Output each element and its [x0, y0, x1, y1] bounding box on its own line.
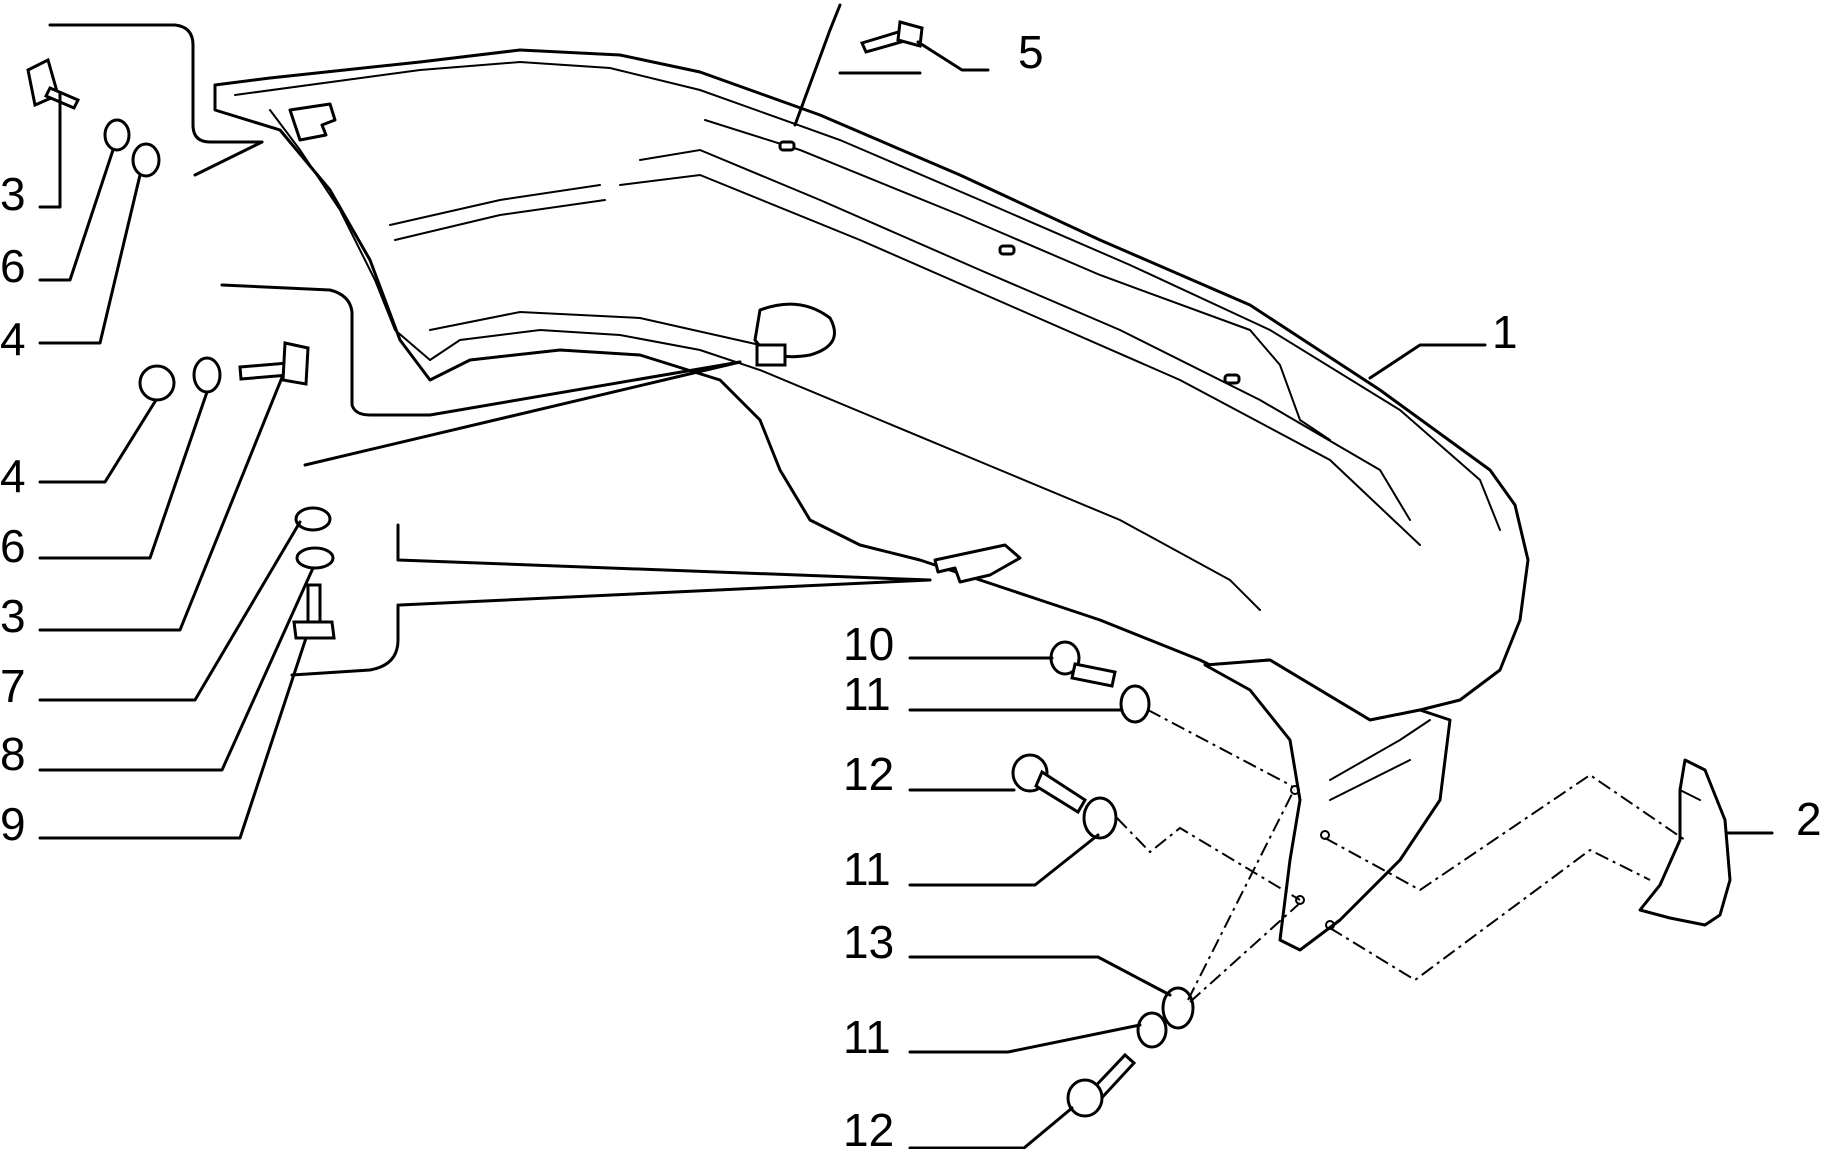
tee-bolt-mid-left: [238, 341, 310, 386]
washer-11-upper: [1119, 684, 1151, 724]
callout-4-mid: 4: [0, 450, 26, 502]
bumper-part: [213, 48, 1530, 952]
callout-9: 9: [0, 798, 26, 850]
washer-11-lower: [1136, 1011, 1168, 1049]
callout-13: 13: [843, 916, 894, 968]
bolt-12-upper: [1011, 753, 1088, 815]
nut-7: [294, 506, 332, 532]
callout-4-top: 4: [0, 313, 26, 365]
callout-10: 10: [843, 618, 894, 670]
callout-8: 8: [0, 728, 26, 780]
nut-13: [1161, 986, 1195, 1030]
washer-top-left: [103, 118, 131, 152]
leader-lines: [38, 3, 1774, 1149]
bolt-12-lower: [1066, 1052, 1137, 1118]
callout-12-lower: 12: [843, 1104, 894, 1149]
callout-3-mid: 3: [0, 590, 26, 642]
tee-bolt-top-left: [26, 57, 81, 110]
callout-11-lower: 11: [843, 1011, 891, 1063]
washer-mid-left: [192, 356, 222, 394]
callout-6-mid: 6: [0, 520, 26, 572]
callout-11-mid: 11: [843, 843, 891, 895]
callout-numbers: 3 6 4 4 6 3 7 8 9 5 1 2 10 11 12 11 13 1…: [0, 26, 1822, 1149]
screw-10: [1049, 640, 1117, 688]
callout-7: 7: [0, 660, 26, 712]
callout-1: 1: [1492, 306, 1518, 358]
washer-11-mid: [1082, 796, 1118, 840]
nut-top-left: [131, 142, 161, 178]
corner-trim-part: [1638, 758, 1732, 927]
screw-5: [859, 20, 924, 54]
callout-12-upper: 12: [843, 748, 894, 800]
tee-bolt-9: [292, 583, 336, 640]
callout-5: 5: [1018, 26, 1044, 78]
callout-2: 2: [1796, 793, 1822, 845]
callout-3-top: 3: [0, 168, 26, 220]
callout-11-upper: 11: [843, 668, 891, 720]
washer-8: [295, 546, 335, 570]
nut-mid-left: [138, 364, 176, 402]
callout-6-top: 6: [0, 240, 26, 292]
